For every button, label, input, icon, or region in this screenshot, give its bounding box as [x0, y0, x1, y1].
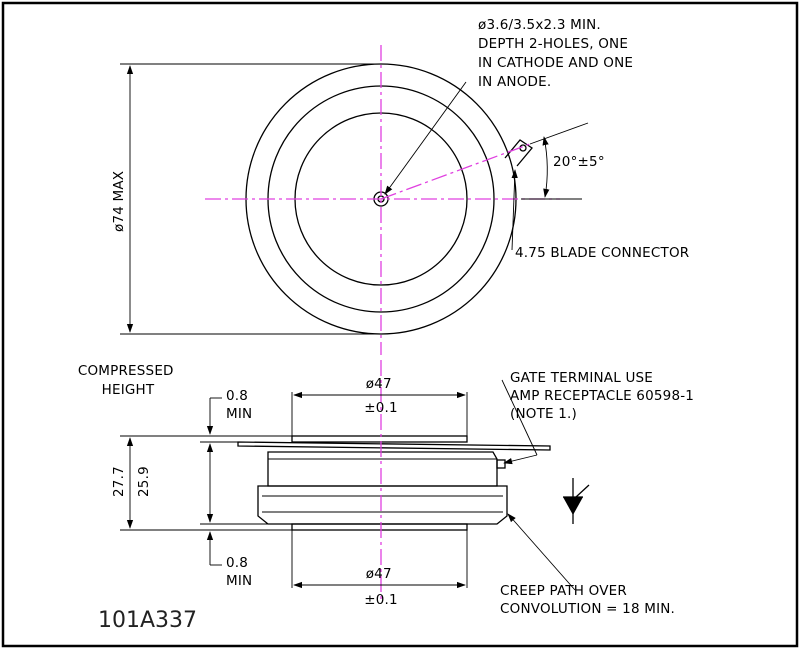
hole-note: ø3.6/3.5x2.3 MIN. DEPTH 2-HOLES, ONE IN … [478, 17, 638, 90]
part-number: 101A337 [98, 608, 197, 633]
top-view: ø74 MAX 20°±5° 4.75 BLADE CONNECTOR ø3.6… [111, 17, 689, 355]
gate-terminal-note: GATE TERMINAL USE AMP RECEPTACLE 60598-1… [510, 370, 699, 422]
blade-connector-label: 4.75 BLADE CONNECTOR [515, 245, 689, 261]
dia-top-label: ø47 ±0.1 [364, 376, 398, 416]
thyristor-symbol-icon [563, 478, 590, 524]
min-top-label: 0.8 MIN [226, 388, 253, 422]
angle-label: 20°±5° [553, 154, 605, 170]
height-outer-label: 27.7 [111, 466, 127, 497]
min-bottom-label: 0.8 MIN [226, 555, 253, 589]
diameter-label: ø74 MAX [111, 171, 127, 232]
dia-bottom-label: ø47 ±0.1 [364, 566, 398, 608]
side-view: 27.7 25.9 0.8 MIN 0.8 MIN COMPRESSED HEI… [78, 360, 699, 617]
blade-connector-tab [504, 139, 533, 167]
creep-path-note: CREEP PATH OVER CONVOLUTION = 18 MIN. [500, 583, 675, 617]
height-inner-label: 25.9 [136, 466, 152, 497]
compressed-height-label: COMPRESSED HEIGHT [78, 363, 178, 398]
device-body [237, 435, 551, 531]
